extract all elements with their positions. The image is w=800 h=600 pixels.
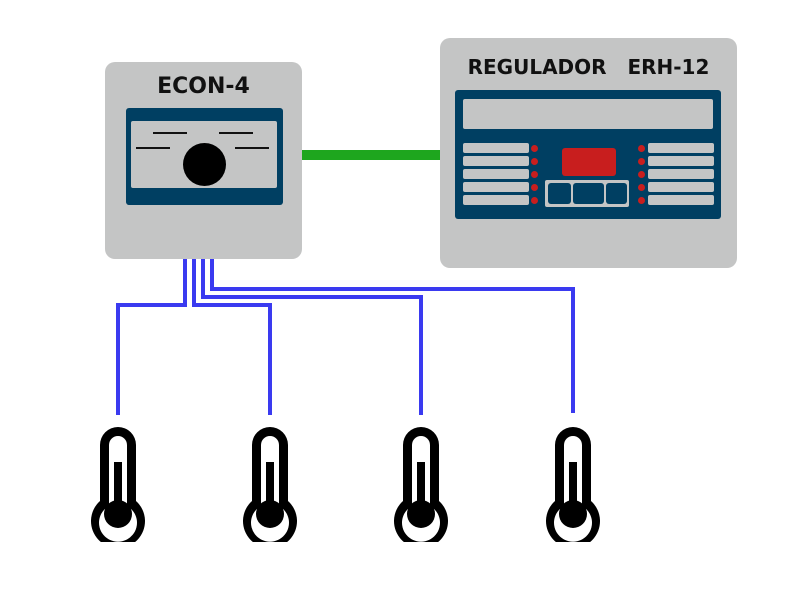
left-button-1[interactable] [463, 143, 529, 153]
led-right-1 [638, 145, 645, 152]
econ-label: ECON-4 [157, 74, 250, 99]
regulador-red-display [562, 148, 616, 176]
sensor-wire-4 [210, 258, 575, 413]
key-2[interactable] [573, 183, 604, 204]
led-left-2 [531, 158, 538, 165]
screen-line [136, 147, 170, 149]
screen-line [235, 147, 269, 149]
led-left-5 [531, 197, 538, 204]
thermometer-icon [546, 427, 600, 542]
led-left-1 [531, 145, 538, 152]
key-1[interactable] [548, 183, 571, 204]
thermometer-icon [243, 427, 297, 542]
keypad [545, 180, 629, 207]
regulador-device[interactable]: REGULADOR ERH-12 [440, 38, 737, 268]
led-left-4 [531, 184, 538, 191]
right-button-1[interactable] [648, 143, 714, 153]
regulador-top-display [463, 99, 713, 129]
led-left-3 [531, 171, 538, 178]
sensor-wire-2 [192, 258, 272, 415]
econ-device[interactable]: ECON-4 [105, 62, 302, 259]
thermometer-icon [91, 427, 145, 542]
left-button-2[interactable] [463, 156, 529, 166]
left-button-3[interactable] [463, 169, 529, 179]
thermometer-icon [394, 427, 448, 542]
led-right-3 [638, 171, 645, 178]
econ-screen [131, 121, 277, 188]
right-button-5[interactable] [648, 195, 714, 205]
led-right-4 [638, 184, 645, 191]
sensor-wire-1 [116, 258, 187, 415]
screen-line [219, 132, 253, 134]
regulador-panel [455, 90, 721, 219]
led-right-5 [638, 197, 645, 204]
left-button-5[interactable] [463, 195, 529, 205]
right-button-2[interactable] [648, 156, 714, 166]
right-button-3[interactable] [648, 169, 714, 179]
right-button-4[interactable] [648, 182, 714, 192]
econ-knob[interactable] [183, 143, 226, 186]
screen-line [153, 132, 187, 134]
econ-panel [126, 108, 283, 205]
key-3[interactable] [606, 183, 627, 204]
regulador-label: REGULADOR ERH-12 [467, 55, 710, 79]
sensor-wire-3 [201, 258, 423, 415]
left-button-4[interactable] [463, 182, 529, 192]
led-right-2 [638, 158, 645, 165]
